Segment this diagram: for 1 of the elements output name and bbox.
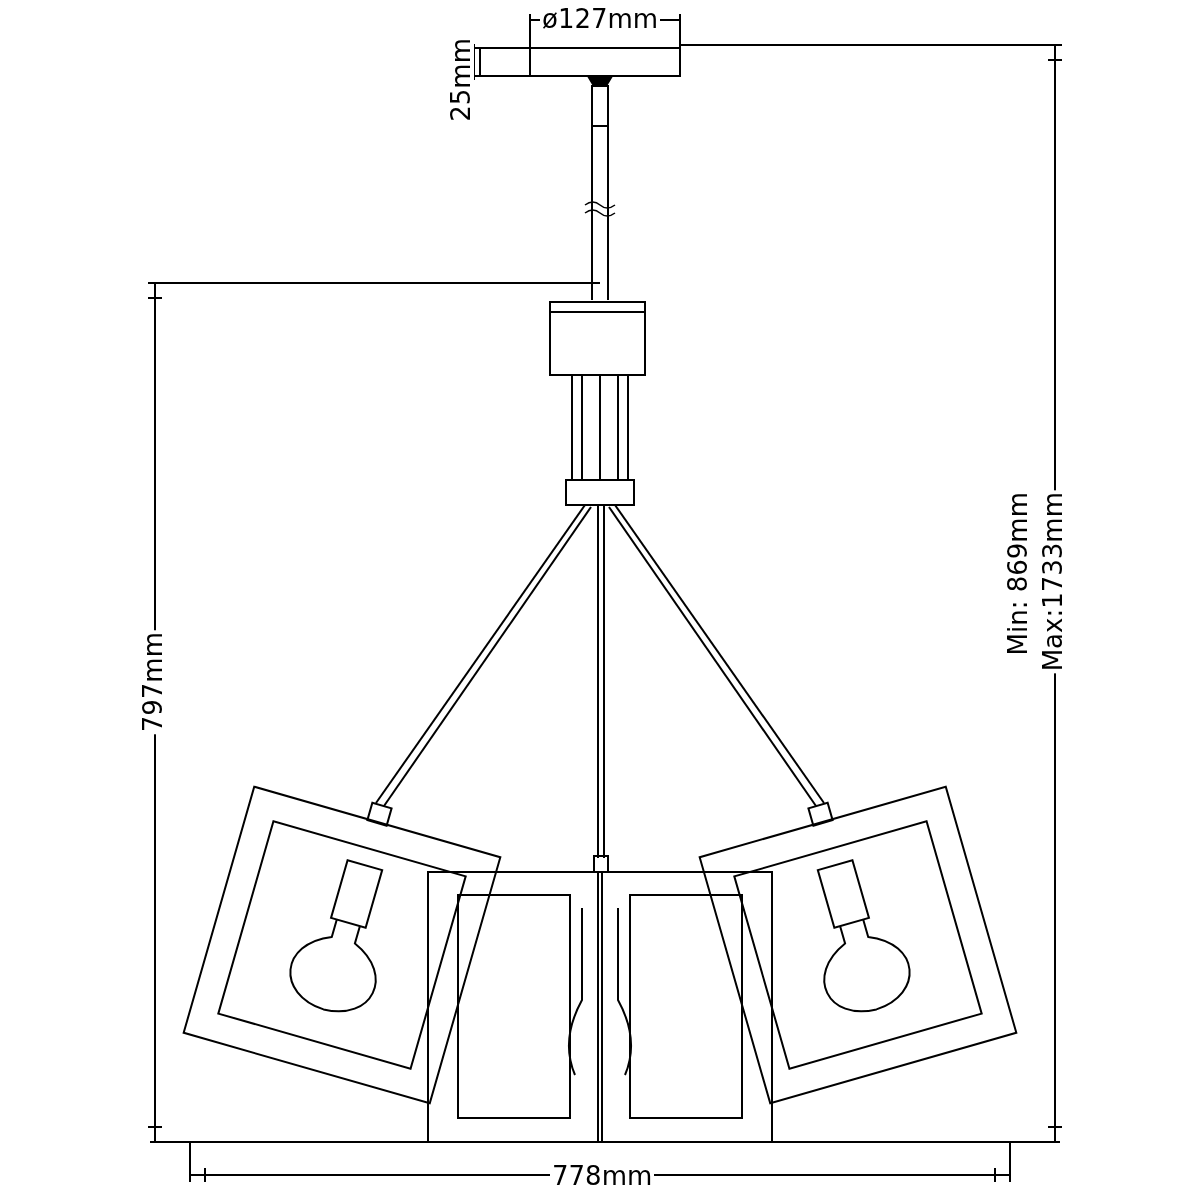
dimension-label: ø127mm <box>540 6 661 32</box>
